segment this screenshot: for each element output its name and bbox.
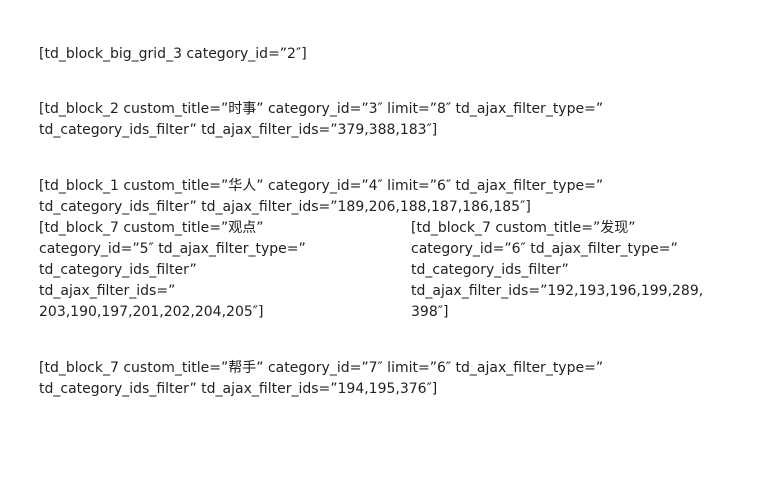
two-column-row: [td_block_7 custom_title=”观点” category_i… — [39, 218, 739, 328]
shortcode-block-2: [td_block_2 custom_title=”时事” category_i… — [39, 99, 603, 141]
shortcode-line: [td_block_2 custom_title=”时事” category_i… — [39, 101, 604, 117]
shortcode-big-grid: [td_block_big_grid_3 category_id=”2″] — [39, 44, 307, 65]
shortcode-block-1: [td_block_1 custom_title=”华人” category_i… — [39, 176, 603, 218]
shortcode-line: [td_block_1 custom_title=”华人” category_i… — [39, 178, 604, 194]
shortcode-line: td_ajax_filter_ids=” — [39, 283, 176, 299]
shortcode-line: 203,190,197,201,202,204,205″] — [39, 304, 264, 320]
shortcode-line: category_id=”5″ td_ajax_filter_type=” — [39, 241, 306, 257]
shortcode-line: [td_block_7 custom_title=”发现” — [411, 220, 636, 236]
shortcode-line: td_category_ids_filter” — [39, 262, 197, 278]
shortcode-block-7-left: [td_block_7 custom_title=”观点” category_i… — [39, 218, 399, 323]
shortcode-line: [td_block_7 custom_title=”观点” — [39, 220, 264, 236]
shortcode-line: td_category_ids_filter” td_ajax_filter_i… — [39, 381, 438, 397]
shortcode-block-7-bottom: [td_block_7 custom_title=”帮手” category_i… — [39, 358, 603, 400]
shortcode-line: 398″] — [411, 304, 449, 320]
shortcode-line: td_ajax_filter_ids=”192,193,196,199,289, — [411, 283, 704, 299]
shortcode-block-7-right: [td_block_7 custom_title=”发现” category_i… — [411, 218, 741, 323]
shortcode-line: td_category_ids_filter” — [411, 262, 569, 278]
shortcode-line: [td_block_big_grid_3 category_id=”2″] — [39, 46, 307, 62]
shortcode-line: [td_block_7 custom_title=”帮手” category_i… — [39, 360, 604, 376]
shortcode-line: td_category_ids_filter” td_ajax_filter_i… — [39, 199, 531, 215]
shortcode-line: category_id=”6″ td_ajax_filter_type=” — [411, 241, 678, 257]
shortcode-line: td_category_ids_filter” td_ajax_filter_i… — [39, 122, 438, 138]
